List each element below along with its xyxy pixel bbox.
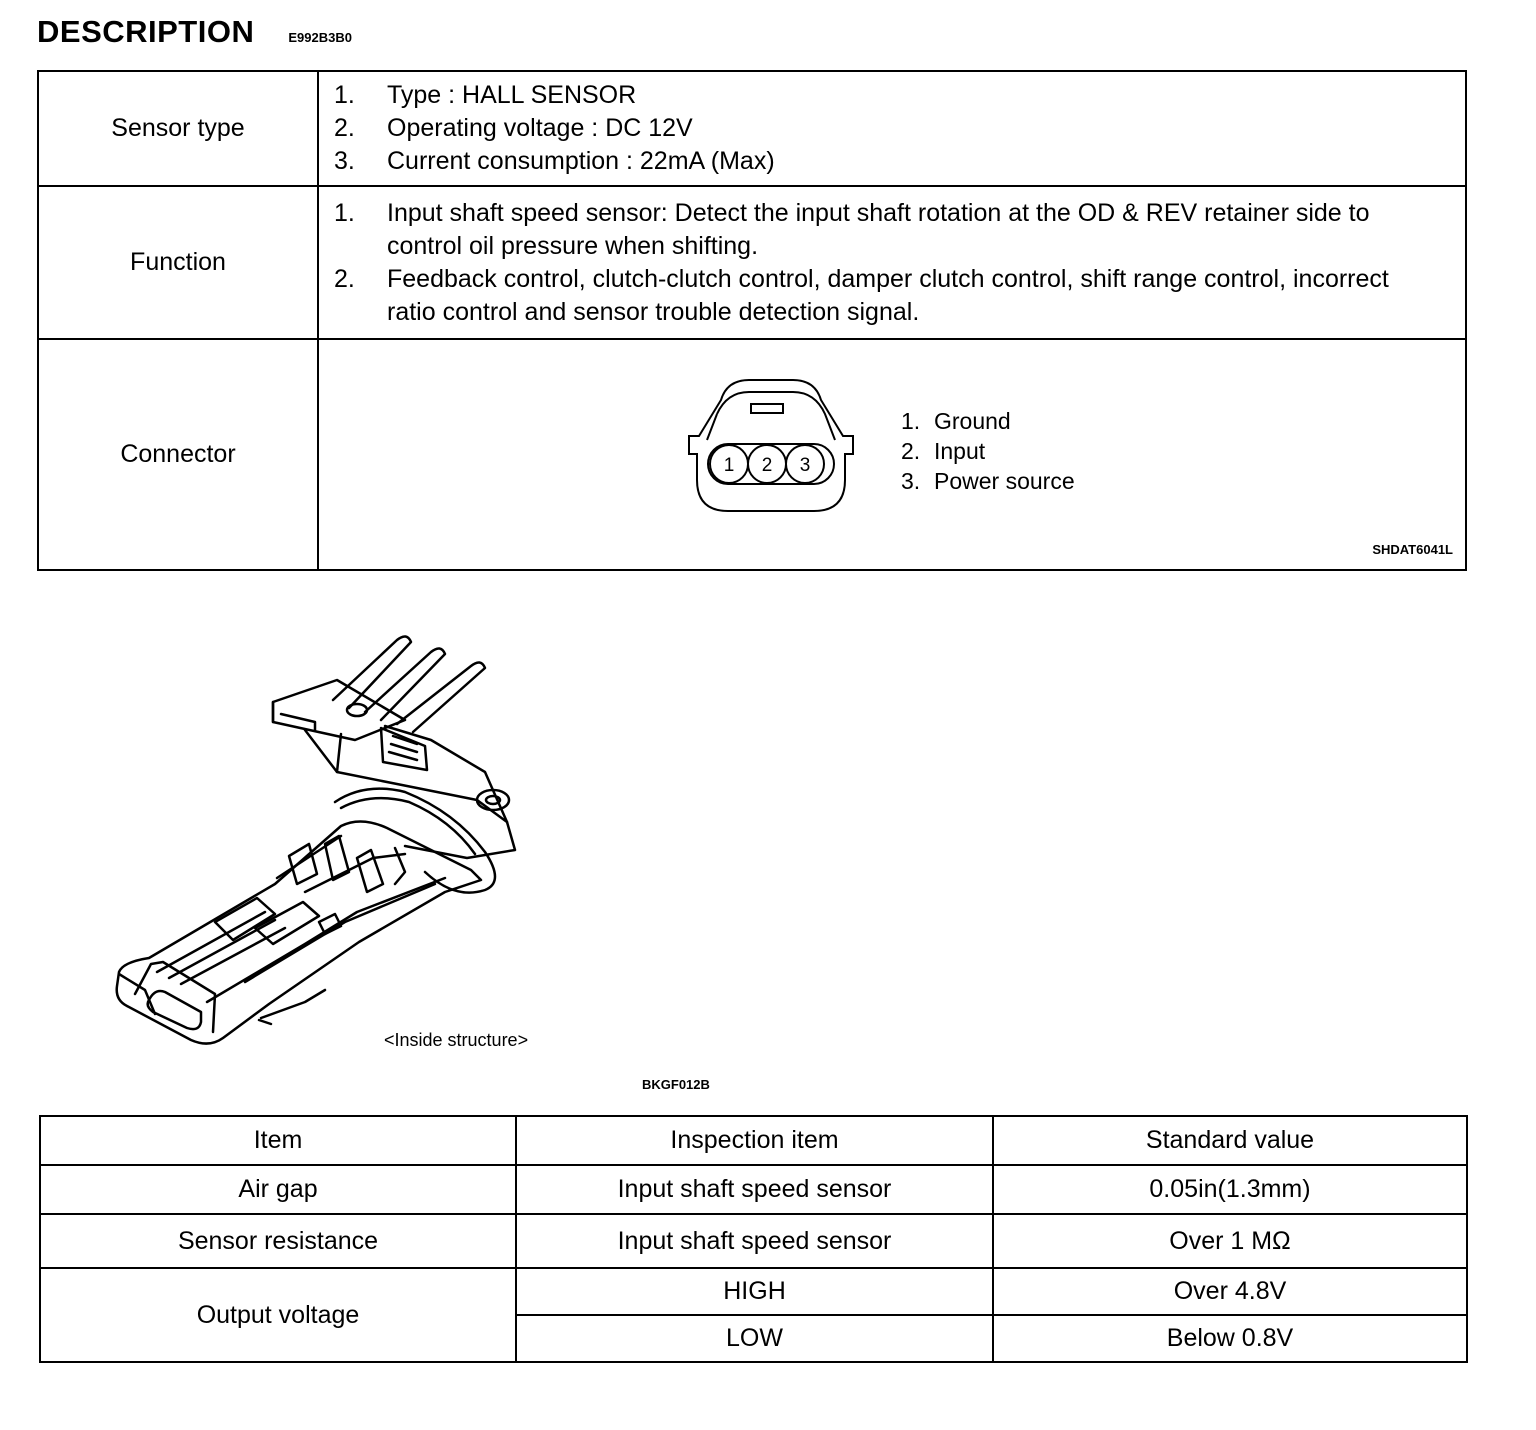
pin-number: 2 [762,455,773,476]
column-header: Inspection item [515,1115,994,1166]
pin-3-circle [785,444,825,484]
figure-code: BKGF012B [642,1077,710,1092]
item-number: 3. [334,147,355,175]
inspection-cell: Input shaft speed sensor [515,1164,994,1215]
list-item: 1. Input shaft speed sensor: Detect the i… [334,197,1464,263]
item-number: 2. [334,114,355,142]
spec-table: Item Inspection item Standard value Air … [39,1115,1468,1363]
inspection-cell: HIGH [515,1267,994,1316]
connector-diagram: 1 2 3 [688,379,854,512]
item-cell: Sensor resistance [39,1213,517,1269]
value-cell: Below 0.8V [992,1314,1468,1363]
sensor-type-list: 1. Type : HALL SENSOR 2. Operating voltage… [320,79,1464,178]
pin-legend-name: Input [934,438,986,464]
sensor-type-label: Sensor type [37,70,319,187]
connector-cell: 1 2 3 1. Ground 2. Input 3. Power source SH… [317,338,1467,571]
table-row: Output voltage HIGH Over 4.8V [39,1267,1468,1363]
item-text: Input shaft speed sensor: Detect the inp… [387,198,1370,260]
list-item: 1. Ground [901,406,1075,436]
item-cell: Air gap [39,1164,517,1215]
item-text: Feedback control, clutch-clutch control,… [387,264,1389,326]
item-number: 1. [334,198,355,227]
section-code: E992B3B0 [288,30,352,45]
table-row: Function 1. Input shaft speed sensor: Det… [37,185,1467,340]
pin-legend: 1. Ground 2. Input 3. Power source [901,406,1075,496]
function-label: Function [37,185,319,340]
item-number: 2. [334,264,355,293]
connector-figure-code: SHDAT6041L [1372,542,1453,557]
page-header: DESCRIPTION E992B3B0 [37,14,352,50]
pin-legend-name: Power source [934,468,1075,494]
connector-label: Connector [37,338,319,571]
value-cell: 0.05in(1.3mm) [992,1164,1468,1215]
pin-legend-number: 2. [901,438,921,464]
value-cell: Over 4.8V [992,1267,1468,1316]
pin-number: 1 [724,455,735,476]
table-row: Sensor type 1. Type : HALL SENSOR 2. Opera… [37,70,1467,187]
list-item: 2. Input [901,436,1075,466]
table-row: Sensor resistance Input shaft speed sens… [39,1213,1468,1269]
list-item: 2. Operating voltage : DC 12V [334,112,1464,145]
value-cell: Over 1 MΩ [992,1213,1468,1269]
table-header-row: Item Inspection item Standard value [39,1115,1468,1166]
item-text: Type : HALL SENSOR [387,81,637,109]
column-header: Standard value [992,1115,1468,1166]
list-item: 3. Power source [901,466,1075,496]
list-item: 2. Feedback control, clutch-clutch contro… [334,263,1464,329]
table-row: Air gap Input shaft speed sensor 0.05in(… [39,1164,1468,1215]
pin-legend-number: 1. [901,408,921,434]
table-row: LOW Below 0.8V [40,1314,1468,1363]
sensor-inside-structure-illustration [115,635,517,1045]
column-header: Item [39,1115,517,1166]
table-row: Connector 1 2 3 1. Ground 2. Input 3. Power… [37,338,1467,571]
pin-legend-number: 3. [901,468,921,494]
item-cell: Output voltage [39,1267,517,1363]
function-cell: 1. Input shaft speed sensor: Detect the i… [317,185,1467,340]
function-list: 1. Input shaft speed sensor: Detect the i… [320,197,1464,329]
inspection-cell: Input shaft speed sensor [515,1213,994,1269]
item-text: Operating voltage : DC 12V [387,114,693,142]
item-text: Current consumption : 22mA (Max) [387,147,775,175]
list-item: 1. Type : HALL SENSOR [334,79,1464,112]
pin-number: 3 [800,455,811,476]
description-table: Sensor type 1. Type : HALL SENSOR 2. Opera… [37,70,1467,571]
pin-legend-name: Ground [934,408,1011,434]
page-title: DESCRIPTION [37,14,255,49]
inspection-cell: LOW [515,1314,994,1363]
list-item: 3. Current consumption : 22mA (Max) [334,145,1464,178]
figure-caption: <Inside structure> [384,1030,529,1050]
sensor-type-cell: 1. Type : HALL SENSOR 2. Operating voltage… [317,70,1467,187]
item-number: 1. [334,81,355,109]
